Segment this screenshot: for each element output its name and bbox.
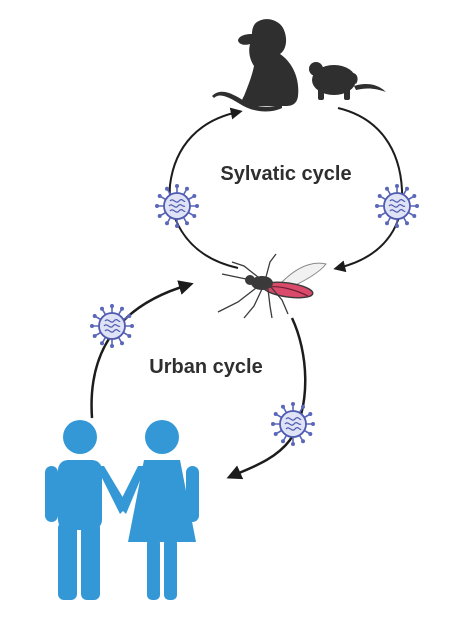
rat-icon [309,62,386,100]
woman-icon [118,420,199,600]
urban-arc-left [90,280,194,419]
mosquito-icon [217,253,327,319]
virus-icon [374,183,420,229]
virus-icon [270,401,316,447]
virus-icon [89,303,135,349]
man-icon [45,420,128,600]
urban-cycle-label: Urban cycle [149,356,262,378]
monkey-icon [212,19,299,112]
sylvatic-arc-right [333,107,404,273]
sylvatic-cycle-label: Sylvatic cycle [220,163,351,185]
sylvatic-arc-left [168,107,243,269]
virus-icon [154,183,200,229]
urban-arc-right [226,317,307,480]
